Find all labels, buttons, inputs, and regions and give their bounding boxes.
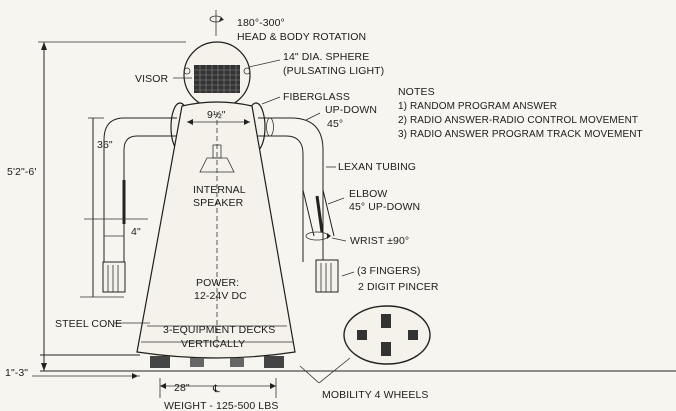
clearance-label: 1"-3" [5,367,28,379]
note-item: 1) RANDOM PROGRAM ANSWER [398,101,557,112]
pincer-label: 2 DIGIT PINCER [358,281,439,293]
notes-block: NOTES 1) RANDOM PROGRAM ANSWER 2) RADIO … [398,86,643,140]
fingers-label: (3 FINGERS) [357,265,421,277]
fiberglass-label: FIBERGLASS [283,91,350,103]
leader-lines [114,59,355,384]
centerline-symbol: ℄ [212,383,220,395]
decks-label: 3-EQUIPMENT DECKS [163,324,275,336]
clearance-dimension [32,373,140,379]
shoulder-width-label: 9½" [207,109,226,121]
left-arm [102,117,177,293]
left-hand [102,261,126,293]
visor-label: VISOR [135,73,168,85]
elbow-degree-label: 45° UP-DOWN [349,201,420,213]
right-hand [315,259,339,293]
rotation-degree-label: 180°-300° [237,17,285,29]
wrist-label: WRIST ±90° [350,235,409,247]
base-width-label: 28" [174,382,190,394]
internal-label: INTERNAL [193,184,246,196]
speaker-icon [199,144,235,173]
power-volts-label: 12-24V DC [194,290,247,302]
weight-label: WEIGHT - 125-500 LBS [164,400,278,411]
power-label: POWER: [196,277,239,289]
vertically-label: VERTICALLY [181,338,245,350]
speaker-label: SPEAKER [193,197,244,209]
height-dimension [38,41,186,371]
sphere-light-label: (PULSATING LIGHT) [283,65,384,77]
arm-length-dimension [80,117,124,298]
base-dimension [159,378,277,398]
visor-grille [194,65,240,93]
rotation-desc-label: HEAD & BODY ROTATION [237,31,366,43]
base-wheels [150,356,284,368]
rotation-arrow-icon [209,10,224,36]
lexan-tubing-label: LEXAN TUBING [338,161,416,173]
note-item: 3) RADIO ANSWER PROGRAM TRACK MOVEMENT [398,129,643,140]
overall-height-label: 5'2"-6' [7,166,36,178]
sphere-size-label: 14" DIA. SPHERE [283,51,369,63]
note-item: 2) RADIO ANSWER-RADIO CONTROL MOVEMENT [398,115,638,126]
head-sphere [183,41,251,109]
updown-label: UP-DOWN [325,104,377,116]
shoulder-dimension [187,119,250,125]
wheels-label: MOBILITY 4 WHEELS [322,389,429,401]
forearm-label: 4" [131,226,141,238]
wrist-rotation-icon [305,231,331,241]
steel-cone-label: STEEL CONE [55,318,122,330]
elbow-label: ELBOW [349,188,387,200]
steel-cone-body [136,101,296,359]
notes-title: NOTES [398,86,435,98]
right-arm [258,117,339,293]
wheel-layout-detail [343,305,431,365]
updown-degree-label: 45° [327,118,343,130]
arm-length-label: 36" [97,139,113,151]
forearm-dimension [84,218,148,237]
